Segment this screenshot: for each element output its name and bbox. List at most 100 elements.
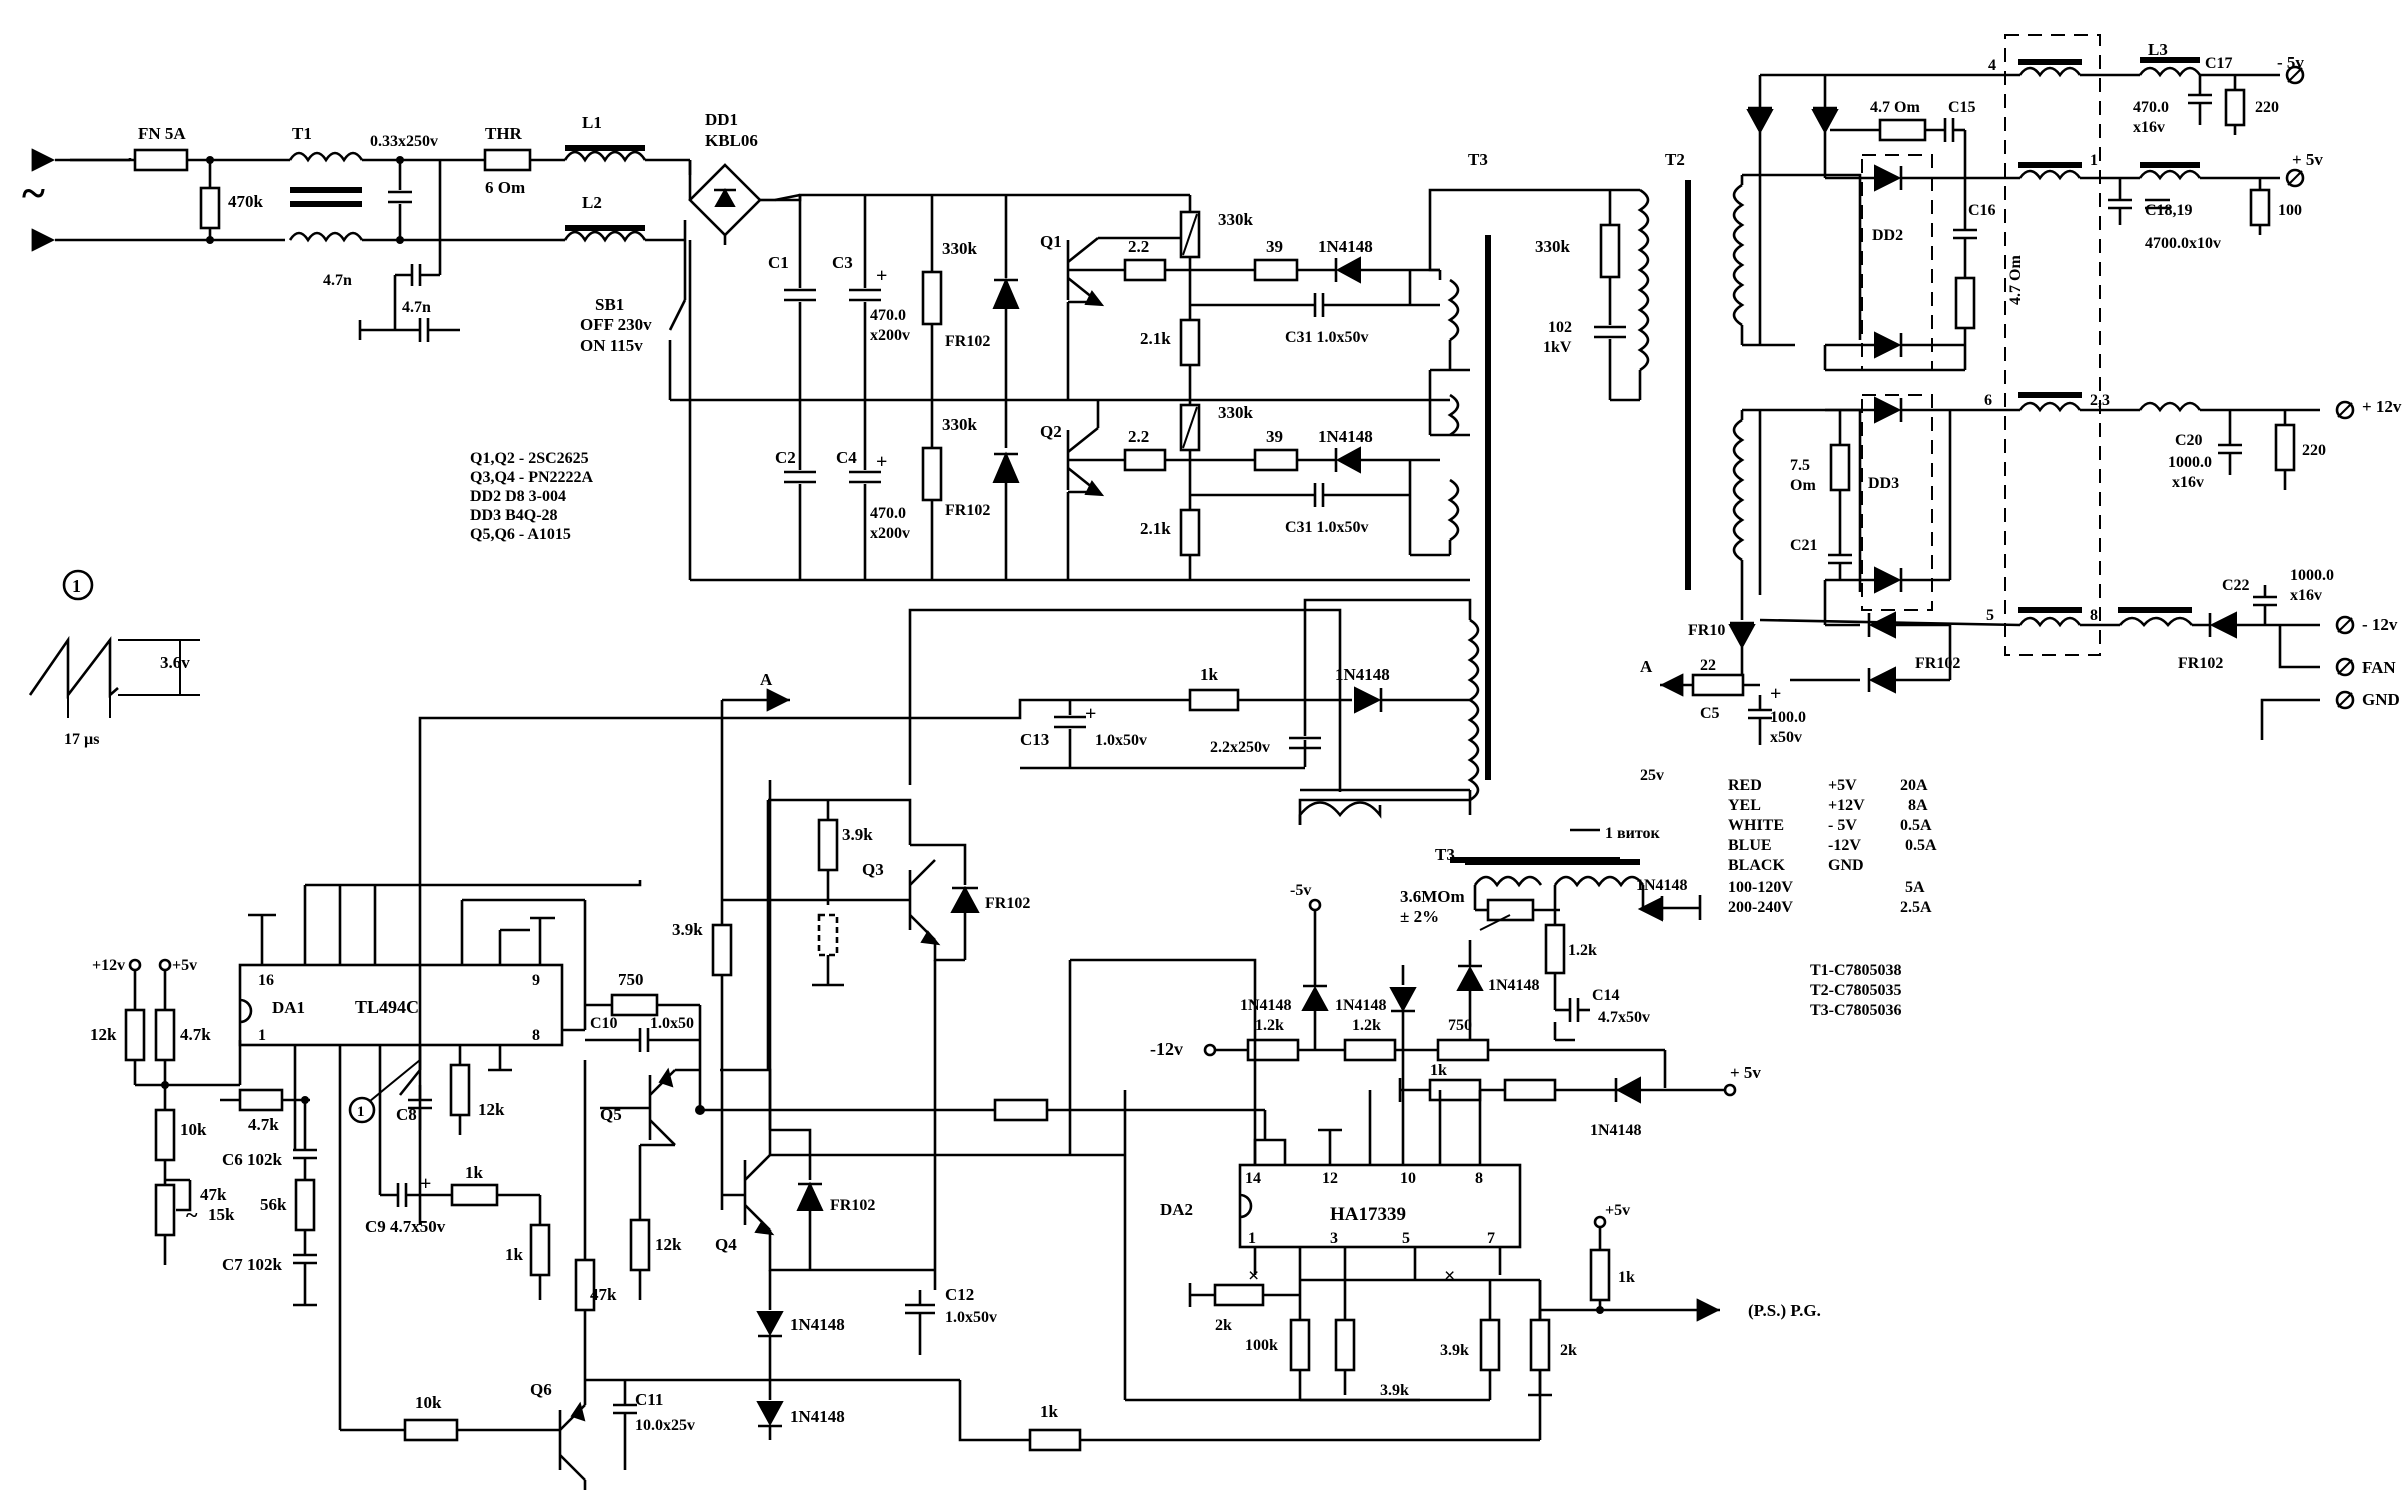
svg-text:5: 5: [1986, 607, 1994, 624]
tl494-ic: [238, 963, 564, 1047]
svg-text:T1: T1: [292, 124, 312, 143]
svg-text:ON 115v: ON 115v: [580, 336, 643, 355]
svg-text:2.5A: 2.5A: [1900, 899, 1932, 916]
svg-text:1.2k: 1.2k: [1255, 1017, 1284, 1034]
svg-text:9: 9: [532, 972, 540, 989]
svg-text:470.0: 470.0: [870, 307, 906, 324]
svg-text:C4: C4: [836, 448, 857, 467]
svg-text:2.2: 2.2: [1128, 237, 1149, 256]
svg-text:-5v: -5v: [1290, 882, 1311, 899]
svg-text:6: 6: [1984, 392, 1992, 409]
transformer-list: T1-C7805038 T2-C7805035 T3-C7805036: [1810, 962, 1902, 1019]
svg-text:T3-C7805036: T3-C7805036: [1810, 1002, 1902, 1019]
svg-text:1000.0: 1000.0: [2168, 454, 2212, 471]
parts-list: Q1,Q2 - 2SC2625 Q3,Q4 - PN2222A DD2 D8 3…: [470, 450, 594, 543]
svg-text:BLACK: BLACK: [1728, 857, 1785, 874]
svg-text:DA2: DA2: [1160, 1200, 1193, 1219]
svg-text:T2: T2: [1665, 150, 1685, 169]
svg-text:FR102: FR102: [830, 1197, 875, 1214]
svg-text:1k: 1k: [465, 1163, 484, 1182]
svg-text:3.6v: 3.6v: [160, 653, 190, 672]
svg-text:-12v: -12v: [1150, 1039, 1183, 1059]
svg-text:20A: 20A: [1900, 777, 1928, 794]
svg-text:2.2x250v: 2.2x250v: [1210, 739, 1270, 756]
svg-text:DD1: DD1: [705, 110, 738, 129]
svg-text:T3: T3: [1468, 150, 1488, 169]
svg-text:330k: 330k: [1535, 237, 1571, 256]
svg-text:102: 102: [1548, 319, 1572, 336]
svg-text:2k: 2k: [1215, 1317, 1232, 1334]
svg-text:~: ~: [186, 1202, 198, 1227]
svg-text:100.0: 100.0: [1770, 709, 1806, 726]
svg-text:4.7n: 4.7n: [402, 299, 431, 316]
svg-text:4.7x50v: 4.7x50v: [1598, 1009, 1650, 1026]
svg-text:1N4148: 1N4148: [1636, 877, 1688, 894]
svg-text:1: 1: [1248, 1230, 1256, 1247]
svg-text:DD2: DD2: [1872, 227, 1903, 244]
svg-text:1N4148: 1N4148: [1335, 997, 1387, 1014]
svg-text:C14: C14: [1592, 987, 1620, 1004]
svg-text:L2: L2: [582, 193, 602, 212]
svg-text:330k: 330k: [942, 239, 978, 258]
svg-text:+5v: +5v: [172, 957, 197, 974]
svg-text:10k: 10k: [180, 1120, 207, 1139]
svg-text:8: 8: [2090, 607, 2098, 624]
svg-text:750: 750: [1448, 1017, 1472, 1034]
svg-text:4.7 Om: 4.7 Om: [1870, 99, 1920, 116]
svg-text:± 2%: ± 2%: [1400, 907, 1439, 926]
svg-text:TL494C: TL494C: [355, 997, 419, 1017]
svg-text:+: +: [1770, 683, 1781, 705]
svg-text:2k: 2k: [1560, 1342, 1577, 1359]
svg-text:1N4148: 1N4148: [1335, 665, 1390, 684]
svg-text:8A: 8A: [1908, 797, 1928, 814]
svg-text:C21: C21: [1790, 537, 1818, 554]
svg-text:220: 220: [2302, 442, 2326, 459]
svg-text:25v: 25v: [1640, 767, 1664, 784]
svg-text:47k: 47k: [200, 1185, 227, 1204]
svg-text:1N4148: 1N4148: [1590, 1122, 1642, 1139]
svg-text:DD3: DD3: [1868, 475, 1899, 492]
svg-text:C16: C16: [1968, 202, 1996, 219]
svg-text:C10: C10: [590, 1015, 618, 1032]
ac-symbol: ~: [22, 169, 45, 218]
svg-text:750: 750: [618, 970, 644, 989]
svg-text:Q2: Q2: [1040, 422, 1062, 441]
svg-text:100-120V: 100-120V: [1728, 879, 1793, 896]
svg-text:39: 39: [1266, 427, 1283, 446]
svg-text:x50v: x50v: [1770, 729, 1802, 746]
svg-text:1: 1: [258, 1027, 266, 1044]
svg-text:1N4148: 1N4148: [1240, 997, 1292, 1014]
svg-text:15k: 15k: [208, 1205, 235, 1224]
svg-text:4: 4: [1988, 57, 1996, 74]
svg-text:56k: 56k: [260, 1195, 287, 1214]
svg-text:Q6: Q6: [530, 1380, 552, 1399]
svg-text:8: 8: [1475, 1170, 1483, 1187]
svg-text:1N4148: 1N4148: [1318, 427, 1373, 446]
svg-text:10: 10: [1400, 1170, 1416, 1187]
svg-text:C12: C12: [945, 1285, 974, 1304]
svg-text:BLUE: BLUE: [1728, 837, 1772, 854]
svg-text:Q5,Q6 - A1015: Q5,Q6 - A1015: [470, 526, 571, 543]
svg-text:100k: 100k: [1245, 1337, 1278, 1354]
svg-text:YEL: YEL: [1728, 797, 1761, 814]
svg-text:1: 1: [2090, 152, 2098, 169]
svg-text:HA17339: HA17339: [1330, 1204, 1406, 1225]
svg-text:12k: 12k: [478, 1100, 505, 1119]
svg-text:3.9k: 3.9k: [842, 825, 873, 844]
thermistor: [483, 148, 532, 172]
svg-text:×: ×: [1248, 1265, 1259, 1287]
svg-text:+5V: +5V: [1828, 777, 1857, 794]
svg-text:470k: 470k: [228, 192, 264, 211]
svg-text:330k: 330k: [1218, 403, 1254, 422]
svg-text:5: 5: [1402, 1230, 1410, 1247]
svg-text:x16v: x16v: [2172, 474, 2204, 491]
svg-text:- 5V: - 5V: [1828, 817, 1857, 834]
svg-text:KBL06: KBL06: [705, 131, 758, 150]
svg-text:C3: C3: [832, 253, 853, 272]
svg-text:12: 12: [1322, 1170, 1338, 1187]
svg-text:1N4148: 1N4148: [1318, 237, 1373, 256]
svg-text:RED: RED: [1728, 777, 1762, 794]
svg-text:1.2k: 1.2k: [1568, 942, 1597, 959]
svg-text:5A: 5A: [1905, 879, 1925, 896]
svg-text:+: +: [876, 451, 887, 473]
